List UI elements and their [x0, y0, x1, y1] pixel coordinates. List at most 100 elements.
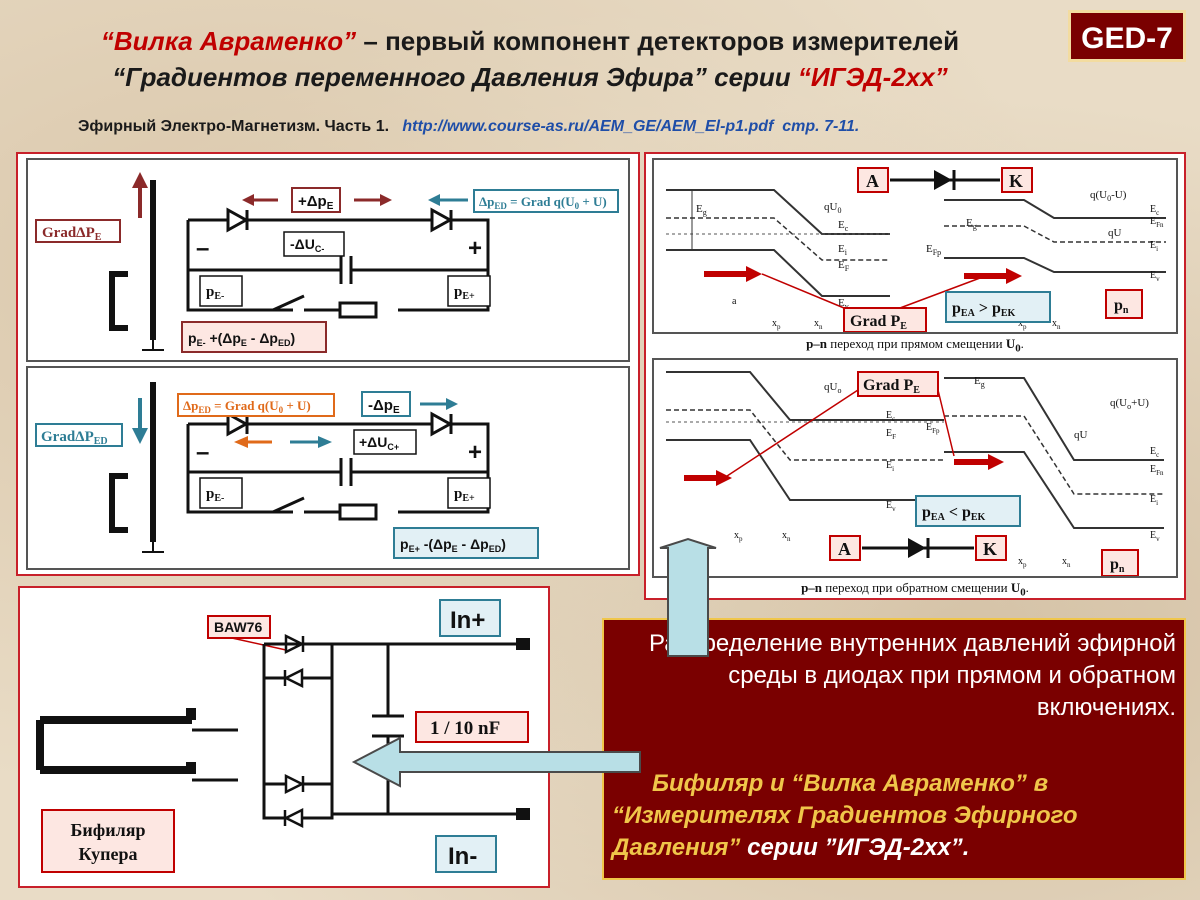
grad-label-box	[35, 219, 121, 243]
description-paragraph-2: Бифиляр и “Вилка Авраменко” в “Измерител…	[612, 768, 1172, 864]
band-ev-2	[944, 257, 1166, 273]
qu0u-label: q(U0-U)	[1090, 189, 1127, 203]
grad-pe-label: Grad PE	[850, 313, 907, 332]
terminal-plus	[516, 638, 530, 650]
caption-u: U0	[1010, 580, 1026, 599]
cathode-box	[975, 535, 1007, 561]
diode-2-icon	[430, 207, 454, 233]
pn-reverse-diagram: qUo Eg q(Uo+U) Ec EF EFp Ei Ev qU Ec EFn…	[652, 358, 1178, 578]
band-ei-2	[944, 225, 1166, 243]
band-ec-2	[944, 199, 1166, 219]
reference-line: Эфирный Электро-Магнетизм. Часть 1. http…	[78, 118, 859, 136]
forward-circuit-diagram: GradΔPE +ΔpE	[35, 172, 619, 353]
pn-forward-svg: Eg Ec Ei EF Ev qU0 EFp Eg q(U0-U) qU Ec …	[666, 167, 1166, 333]
slide-title-line1: “Вилка Авраменко” – первый компонент дет…	[0, 26, 1060, 57]
xn2-label: xn	[1062, 556, 1071, 569]
eg-label: Eg	[696, 203, 707, 217]
pn-label: pn	[1114, 297, 1129, 316]
overlay-arrows	[351, 537, 717, 788]
bifilar-name-line2: Купера	[79, 844, 138, 864]
a-small-label: a	[732, 296, 737, 307]
anode-box	[829, 535, 861, 561]
xp-label: xp	[772, 318, 781, 331]
fork-bracket	[109, 473, 128, 533]
desc-in: в	[1026, 770, 1049, 797]
reference-link[interactable]: http://www.course-as.ru/AEM_GE/AEM_El-p1…	[402, 118, 774, 135]
qu-label: qU	[1074, 429, 1088, 441]
cathode-label: K	[983, 539, 997, 559]
diode-b-icon	[283, 667, 304, 689]
title-line2-text: “Градиентов переменного Давления Эфира” …	[112, 62, 798, 92]
switch-icon	[272, 496, 305, 514]
efn-label: EFn	[1150, 464, 1164, 477]
dpe-arrowhead-left	[242, 194, 254, 206]
band-ev	[666, 249, 890, 297]
wire-left	[186, 220, 293, 312]
caption-text: переход при прямом смещении	[827, 336, 1006, 351]
dpe-arrowhead	[446, 398, 458, 410]
flow-arrowhead-left	[746, 266, 762, 282]
minus-sign: –	[196, 235, 209, 262]
ei-label: Ei	[838, 243, 848, 257]
cathode-box	[1001, 167, 1033, 193]
dpe-arrowhead-right	[318, 436, 332, 448]
pressure-compare-label: pEA > pEK	[952, 300, 1016, 319]
wire-top	[188, 422, 490, 514]
band-ec	[666, 371, 944, 421]
in-minus-label: In-	[448, 843, 477, 870]
xp2-label: xp	[1018, 318, 1027, 331]
slide-title-line2: “Градиентов переменного Давления Эфира” …	[0, 62, 1060, 93]
ped-arrowhead	[234, 436, 248, 448]
grad-connector	[761, 273, 981, 309]
dpe-label: -ΔpE	[368, 397, 400, 416]
grad-arrowhead	[132, 172, 148, 188]
up-arrow-icon	[659, 537, 717, 657]
pn-forward-caption: p–n переход при прямом смещении U0.	[646, 336, 1184, 355]
pn-label-box	[1105, 289, 1143, 319]
caption-end: .	[1025, 580, 1029, 595]
cathode-label: K	[1009, 171, 1023, 191]
diode-c-icon	[284, 773, 305, 795]
cap-label: 1 / 10 nF	[430, 718, 500, 739]
ped-label: ΔpED = Grad q(U0 + U)	[183, 398, 311, 415]
pressure-compare-label: pEA < pEK	[922, 504, 986, 523]
plus-sign: +	[468, 235, 482, 262]
caption-pn: p–n	[806, 336, 828, 351]
dpe-label-box	[361, 391, 411, 417]
wire-top	[188, 218, 490, 312]
plus-sign: +	[468, 439, 482, 466]
formula-box	[181, 321, 327, 353]
forward-circuit: GradΔPE +ΔpE	[26, 158, 630, 362]
bifilar-end-bottom	[186, 762, 196, 774]
grad-arrowhead	[132, 428, 148, 444]
diode-icon	[908, 538, 926, 558]
wire-left	[186, 424, 293, 514]
eg2-label: Eg	[966, 217, 977, 231]
ec2-label: Ec	[1150, 446, 1159, 459]
in-minus-box	[435, 835, 497, 873]
formula-text: pE+ -(ΔpE - ΔpED)	[400, 536, 506, 554]
grad-pe-label: Grad PE	[863, 377, 920, 396]
ef-label: EF	[838, 259, 850, 273]
desc-measurers: “Измерителях Градиентов Эфирного Давлени…	[612, 802, 1078, 861]
pn-label: pn	[1110, 556, 1125, 575]
resistor-icon	[338, 503, 378, 521]
duc-label: +ΔUC+	[359, 434, 399, 452]
caption-text: переход при обратном смещении	[822, 580, 1011, 595]
fork-plate	[150, 382, 156, 542]
cap-gap	[340, 256, 352, 284]
dpe-arrowhead-right	[380, 194, 392, 206]
diode-icon	[934, 170, 952, 190]
diode-1-icon	[226, 411, 250, 437]
band-ec	[666, 189, 890, 235]
flow-arrowhead-left	[716, 470, 732, 486]
pe-plus-box	[447, 275, 491, 307]
qu-label: qU	[1108, 227, 1122, 239]
cap-label-box	[415, 711, 529, 743]
switch-icon	[272, 294, 305, 312]
bifilar-name-line1: Бифиляр	[71, 820, 146, 840]
band-ev-2	[944, 451, 1164, 529]
ev2-label: Ev	[1150, 270, 1160, 283]
ei-label: Ei	[886, 460, 894, 473]
band-ec-2	[944, 377, 1164, 461]
